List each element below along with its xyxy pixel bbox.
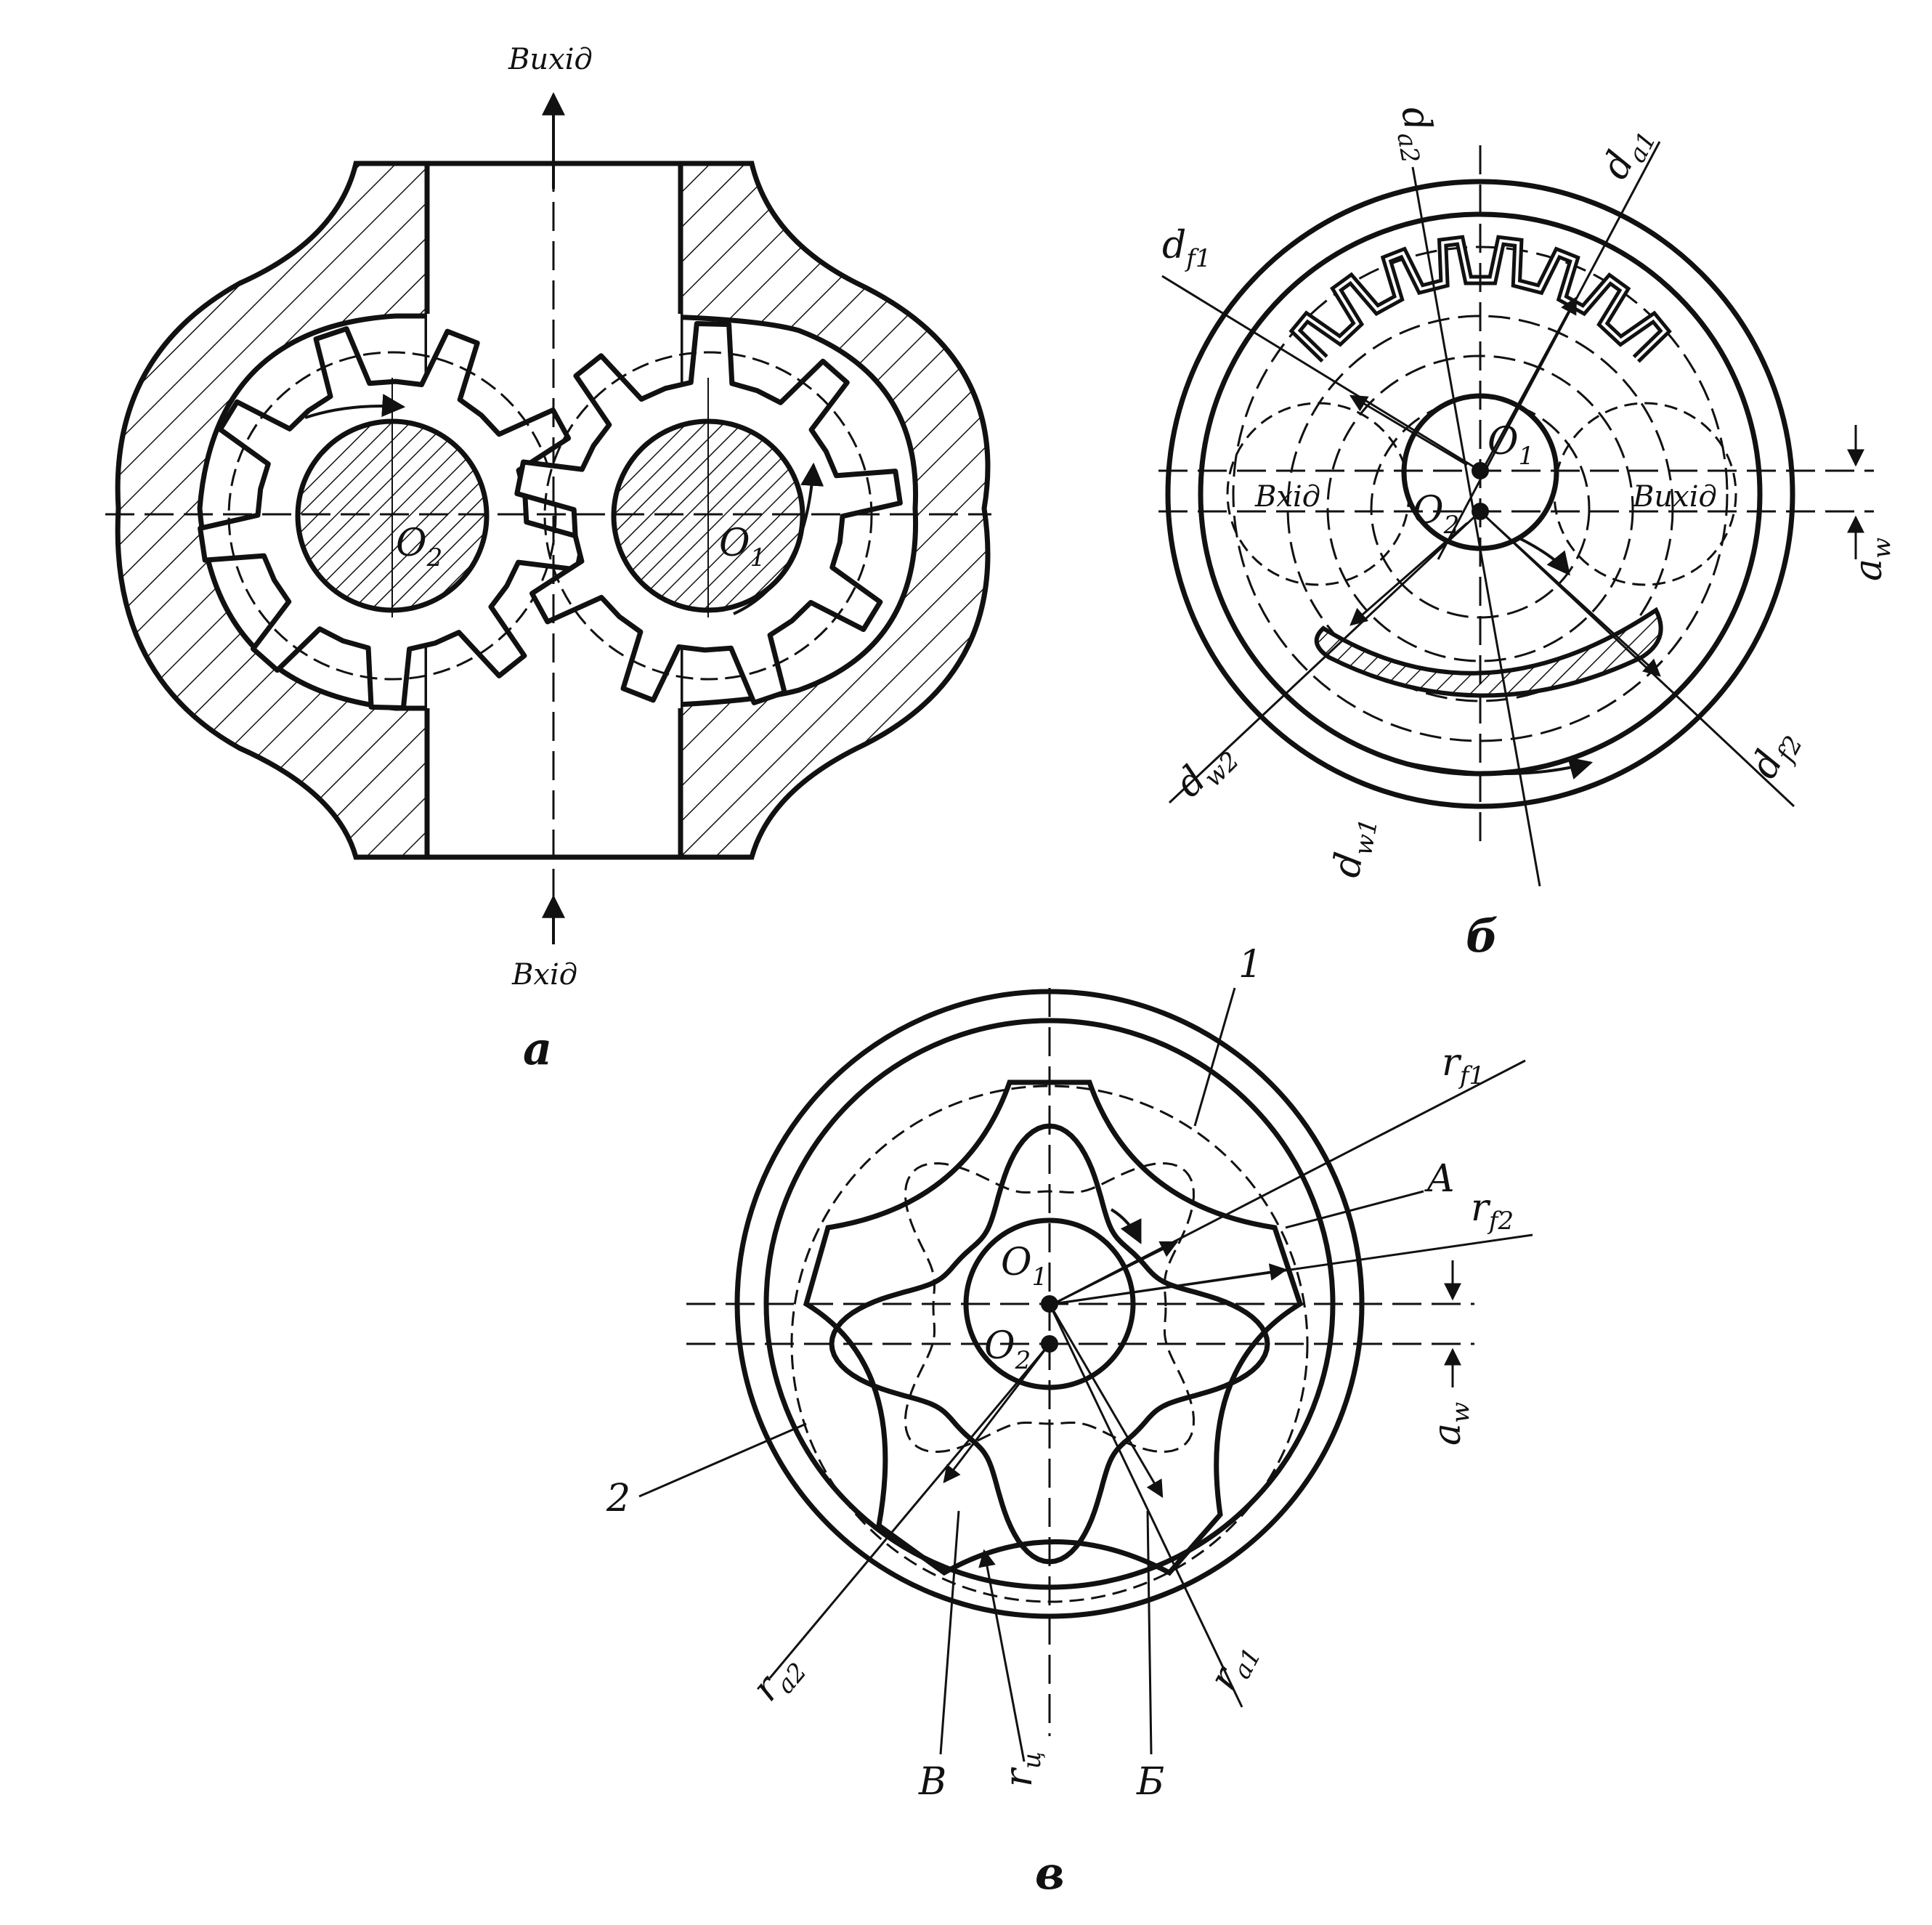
figure-c-gerotor-pump: O1 O2 1 2 rf1 A rf2 aw ra2 ra1 rц В Б в: [606, 943, 1533, 1900]
inner-rotor-dashed-c: [904, 1162, 1196, 1454]
arrow-dw2: [1349, 522, 1468, 626]
leader-df1: [1161, 275, 1481, 472]
label-rc: rц: [997, 1751, 1047, 1787]
leader-ra1: [1048, 1303, 1243, 1708]
fig-b-inlet-label: Вхід: [1254, 480, 1320, 514]
arrow-rf1: [1052, 1241, 1179, 1305]
center-o1-dot-b: [1472, 462, 1489, 479]
label-point-A: A: [1424, 1157, 1455, 1201]
label-ra2: ra2: [744, 1645, 813, 1714]
arrow-ra1: [1048, 1303, 1164, 1499]
fig-c-center-o2: O2: [984, 1324, 1031, 1375]
outer-casing-b: [1165, 179, 1795, 809]
fig-a-letter: а: [523, 1022, 552, 1075]
label-da1: da1: [1594, 118, 1663, 189]
arrow-df2: [1491, 522, 1661, 677]
label-aw-c: aw: [1426, 1402, 1475, 1446]
label-dw1: dw1: [1325, 813, 1384, 882]
label-df1: df1: [1162, 224, 1211, 273]
fig-a-inlet-label: Вхід: [511, 958, 577, 992]
rotation-arrow-right: [733, 462, 824, 615]
label-df2: df2: [1742, 721, 1809, 788]
figure-a-external-gear-pump: Вихід Вхід O2 O1 а: [105, 43, 991, 1075]
fig-a-center-o2: O2: [396, 522, 442, 572]
center-o2-dot-b: [1472, 503, 1489, 520]
fig-b-center-o1: O1: [1487, 420, 1534, 471]
arrow-da1: [1484, 296, 1578, 466]
label-aw-b: aw: [1847, 538, 1896, 581]
label-rf2: rf2: [1471, 1186, 1514, 1236]
figure-b-internal-gear-pump: Вхід Вихід O1 O2 da2 da1 df1 dw2 dw1 df2…: [1158, 103, 1896, 962]
label-point-V: В: [918, 1760, 946, 1804]
pitch-circle-dashed-2: [1286, 315, 1674, 702]
center-o2-dot-c: [1041, 1335, 1058, 1353]
leader-dw2: [1168, 510, 1482, 804]
label-rf1: rf1: [1442, 1041, 1485, 1090]
leader-da2: [1411, 166, 1541, 887]
fig-a-outlet-label: Вихід: [508, 43, 593, 76]
crescent-b: [1314, 607, 1663, 698]
rotation-arrow-b-inner: [1517, 536, 1570, 576]
leader-2: [638, 1422, 807, 1498]
rotation-arrow-b: [1405, 757, 1594, 780]
label-da2: da2: [1387, 103, 1445, 166]
fig-b-center-o2: O2: [1413, 489, 1459, 540]
leader-V: [939, 1510, 960, 1755]
label-point-B: Б: [1136, 1760, 1164, 1804]
fig-a-center-o1: O1: [719, 522, 766, 572]
gear-right-pitch-circle: [543, 351, 873, 681]
leader-A: [1285, 1190, 1424, 1229]
leader-B: [1146, 1510, 1153, 1755]
fig-c-center-o1: O1: [1001, 1241, 1047, 1292]
leader-da1: [1437, 141, 1661, 560]
outer-rotor-c: [803, 1079, 1304, 1576]
leader-rc: [978, 1549, 1026, 1762]
label-part-1: 1: [1238, 943, 1262, 986]
fig-c-letter: в: [1035, 1847, 1065, 1900]
arrow-rf2: [1052, 1263, 1288, 1305]
center-o1-dot-c: [1041, 1295, 1058, 1313]
label-part-2: 2: [606, 1477, 630, 1520]
rotation-arrow-left: [304, 394, 406, 419]
gear-left-pitch-circle: [227, 351, 557, 681]
fig-b-letter: б: [1466, 909, 1498, 962]
leader-1: [1193, 987, 1236, 1127]
arrow-df1: [1349, 394, 1468, 466]
arrow-ra2: [943, 1343, 1051, 1483]
fig-b-outlet-label: Вихід: [1632, 480, 1717, 514]
rotation-arrow-c: [1110, 1208, 1142, 1244]
leader-ra2: [768, 1343, 1051, 1679]
